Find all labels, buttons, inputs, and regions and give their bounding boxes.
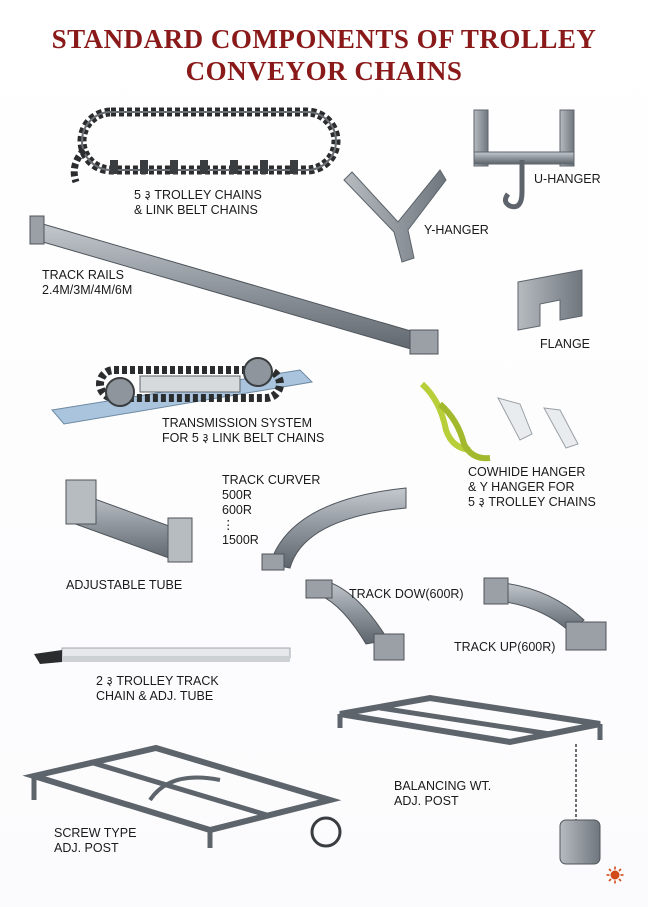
track-down-label: TRACK DOW(600R) (349, 587, 464, 601)
trolley-chain-image (70, 107, 341, 184)
y-hanger-label: Y-HANGER (424, 223, 489, 237)
track-down-image (305, 579, 405, 661)
transmission-system-image (51, 357, 314, 425)
balancing-weight-image (337, 694, 603, 865)
screw-type-post-image (22, 744, 342, 848)
u-hanger-image (473, 109, 575, 210)
u-hanger-label: U-HANGER (534, 172, 601, 186)
adjustable-tube-image (65, 479, 193, 563)
flange-label: FLANGE (540, 337, 591, 351)
cowhide-hanger-image (419, 381, 579, 462)
trolley-chains-label: 5 ३ TROLLEY CHAINS& LINK BELT CHAINS (134, 188, 262, 217)
track-up-label: TRACK UP(600R) (454, 640, 556, 654)
track-up-image (483, 577, 607, 651)
flange-image (517, 269, 583, 331)
sun-logo-icon (606, 866, 624, 884)
trolley-track-chain-image (34, 647, 291, 664)
page-title-line-2: CONVEYOR CHAINS (185, 56, 463, 86)
adjustable-tube-label: ADJUSTABLE TUBE (66, 578, 183, 592)
page-title-line-1: STANDARD COMPONENTS OF TROLLEY (51, 24, 597, 54)
balancing-weight-label: BALANCING WT.ADJ. POST (394, 779, 492, 808)
track-curver-image (261, 487, 407, 571)
track-rail-image (29, 215, 439, 355)
y-hanger-image (343, 169, 447, 263)
